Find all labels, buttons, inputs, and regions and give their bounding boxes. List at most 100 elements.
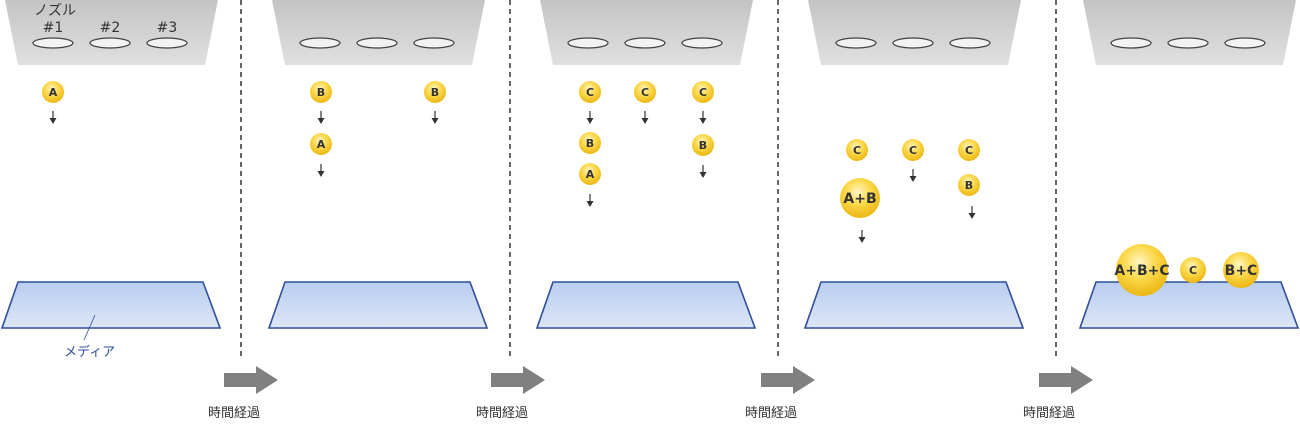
droplet-b: B: [579, 132, 601, 154]
falling-arrow-icon: [49, 111, 57, 124]
droplet-circle: [958, 174, 980, 196]
droplet-label: A: [49, 86, 58, 99]
droplet-circle: [840, 178, 880, 218]
droplet-label: B: [317, 86, 325, 99]
media: [267, 281, 489, 329]
nozzle-1: [567, 37, 609, 49]
panel-4: [803, 0, 1025, 329]
media: [535, 281, 757, 329]
droplet-a: A: [310, 133, 332, 155]
falling-arrow-icon: [968, 206, 976, 219]
droplet-a-b: A+B: [840, 178, 880, 218]
nozzle-1: [32, 37, 74, 49]
nozzle-number-2: #2: [100, 20, 121, 36]
nozzle-2: [1167, 37, 1209, 49]
panel-2: [267, 0, 489, 329]
droplet-circle: [958, 139, 980, 161]
nozzle-3: [949, 37, 991, 49]
media: [1078, 281, 1300, 329]
nozzle-1: [835, 37, 877, 49]
falling-arrow-icon: [641, 111, 649, 124]
nozzle-3: [146, 37, 188, 49]
falling-arrow-icon: [909, 169, 917, 182]
droplet-label: C: [853, 144, 861, 157]
media-leader-line: [83, 314, 96, 341]
time-arrow-icon: [1039, 366, 1093, 394]
time-arrow-icon: [491, 366, 545, 394]
droplet-circle: [692, 81, 714, 103]
time-elapsed-label-2: 時間経過: [476, 406, 528, 421]
time-arrow-icon: [761, 366, 815, 394]
droplet-circle: [902, 139, 924, 161]
droplet-a: A: [579, 163, 601, 185]
droplet-b: B: [424, 81, 446, 103]
droplet-circle: [310, 133, 332, 155]
droplet-label: B: [586, 137, 594, 150]
print-head: [808, 0, 1021, 65]
droplet-label: B: [965, 179, 973, 192]
nozzle-1: [299, 37, 341, 49]
falling-arrow-icon: [858, 230, 866, 243]
falling-arrow-icon: [699, 165, 707, 178]
droplet-circle: [579, 132, 601, 154]
droplet-c: C: [692, 81, 714, 103]
falling-arrow-icon: [317, 164, 325, 177]
droplet-label: A: [317, 138, 326, 151]
droplet-label: B: [431, 86, 439, 99]
nozzle-2: [89, 37, 131, 49]
nozzle-1: [1110, 37, 1152, 49]
nozzle-label: ノズル: [34, 3, 76, 19]
droplet-a: A: [42, 81, 64, 103]
droplet-label: B+C: [1225, 263, 1258, 279]
droplet-label: A+B+C: [1114, 263, 1169, 279]
falling-arrow-icon: [431, 111, 439, 124]
nozzle-number-1: #1: [43, 20, 64, 36]
droplet-label: C: [965, 144, 973, 157]
droplet-a-b-c: A+B+C: [1114, 244, 1170, 296]
droplet-c: C: [958, 139, 980, 161]
time-elapsed-label-3: 時間経過: [745, 406, 797, 421]
droplet-c: C: [846, 139, 868, 161]
media: [803, 281, 1025, 329]
nozzle-3: [681, 37, 723, 49]
droplet-label: C: [699, 86, 707, 99]
droplet-c: C: [1180, 257, 1206, 283]
droplet-label: A: [586, 168, 595, 181]
print-head: [1083, 0, 1296, 65]
droplet-circle: [424, 81, 446, 103]
droplet-label: C: [909, 144, 917, 157]
droplet-b-c: B+C: [1223, 252, 1259, 288]
print-head: [5, 0, 218, 65]
droplet-circle: [1116, 244, 1168, 296]
droplet-label: B: [699, 139, 707, 152]
media-label: メディア: [64, 344, 115, 360]
droplet-label: C: [586, 86, 594, 99]
nozzle-2: [624, 37, 666, 49]
droplet-label: A+B: [843, 191, 876, 207]
droplet-circle: [579, 163, 601, 185]
nozzle-3: [1224, 37, 1266, 49]
nozzle-3: [413, 37, 455, 49]
droplet-c: C: [902, 139, 924, 161]
falling-arrow-icon: [317, 111, 325, 124]
time-arrow-icon: [224, 366, 278, 394]
time-elapsed-label-4: 時間経過: [1023, 406, 1075, 421]
droplet-circle: [310, 81, 332, 103]
droplet-c: C: [579, 81, 601, 103]
droplet-circle: [42, 81, 64, 103]
droplet-b: B: [692, 134, 714, 156]
nozzle-2: [892, 37, 934, 49]
droplet-c: C: [634, 81, 656, 103]
media: [0, 281, 222, 329]
droplet-circle: [1223, 252, 1259, 288]
falling-arrow-icon: [699, 111, 707, 124]
panel-1: [0, 0, 222, 329]
droplet-circle: [692, 134, 714, 156]
droplet-b: B: [310, 81, 332, 103]
panel-3: [535, 0, 757, 329]
droplet-label: C: [641, 86, 649, 99]
falling-arrow-icon: [586, 111, 594, 124]
nozzle-number-3: #3: [157, 20, 178, 36]
print-head: [540, 0, 753, 65]
